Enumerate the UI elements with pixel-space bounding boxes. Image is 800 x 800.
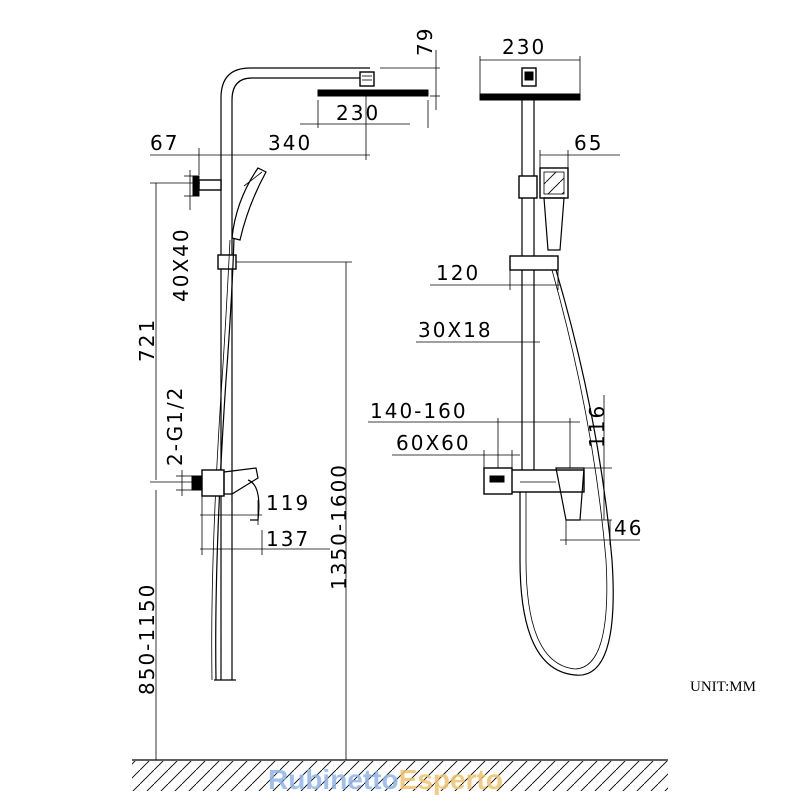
- dim-left-head-height: 79: [413, 27, 437, 56]
- mixer-lever-side: [223, 467, 259, 495]
- dim-lever-height: 116: [585, 404, 609, 448]
- dim-centers: 140-160: [370, 399, 468, 423]
- dim-left-offset: 67: [150, 131, 179, 155]
- spout-side: [247, 479, 260, 521]
- unit-label: UNIT:MM: [690, 679, 756, 695]
- head-connector: [359, 71, 375, 87]
- wall-inlet: [191, 475, 203, 491]
- watermark-part-2: Esperto: [399, 764, 503, 795]
- dim-left-head-width: 230: [336, 101, 380, 125]
- dim-total-height: 1350-1600: [327, 463, 351, 590]
- dim-right-head-width: 230: [502, 35, 546, 59]
- dim-depth-119: 119: [266, 491, 310, 515]
- dim-slide-range: 721: [135, 318, 159, 362]
- riser-pipe-inner: [231, 77, 370, 680]
- dimension-labels: 79 230 67 340 40X40 721 2-G1/2 119 137 1…: [135, 27, 756, 695]
- hand-shower-handle-front: [543, 197, 565, 251]
- wall-bracket: [192, 175, 200, 197]
- dim-bracket: 40X40: [169, 227, 193, 302]
- mixer-body-side: [201, 469, 225, 497]
- hose-side: [215, 237, 235, 681]
- dim-rail: 30X18: [418, 318, 493, 342]
- dimension-lines-right: [368, 56, 640, 545]
- slider-front: [509, 255, 559, 271]
- front-view: [479, 67, 614, 676]
- rain-head-front: [479, 93, 581, 101]
- dim-rosette: 60X60: [396, 431, 471, 455]
- hand-shower-side: [231, 167, 267, 241]
- watermark-part-1: Rubinetto: [268, 764, 399, 795]
- dim-slider: 120: [436, 261, 480, 285]
- watermark-logo: RubinettoEsperto: [268, 764, 503, 795]
- dim-lever-width: 46: [614, 516, 643, 540]
- upper-bracket: [518, 175, 538, 199]
- dim-inlets: 2-G1/2: [163, 386, 187, 466]
- dim-hand-width: 65: [574, 131, 603, 155]
- dim-mixer-height: 850-1150: [135, 583, 159, 695]
- dim-depth-137: 137: [266, 527, 310, 551]
- dim-left-arm: 340: [268, 131, 312, 155]
- rain-head-side: [317, 89, 429, 97]
- riser-pipe-outer: [220, 67, 370, 680]
- hose-front: [519, 269, 614, 676]
- dimension-lines-left: [150, 50, 440, 760]
- side-view: [191, 67, 429, 681]
- floor: [132, 759, 668, 791]
- watermark-text: RubinettoEsperto: [268, 764, 503, 795]
